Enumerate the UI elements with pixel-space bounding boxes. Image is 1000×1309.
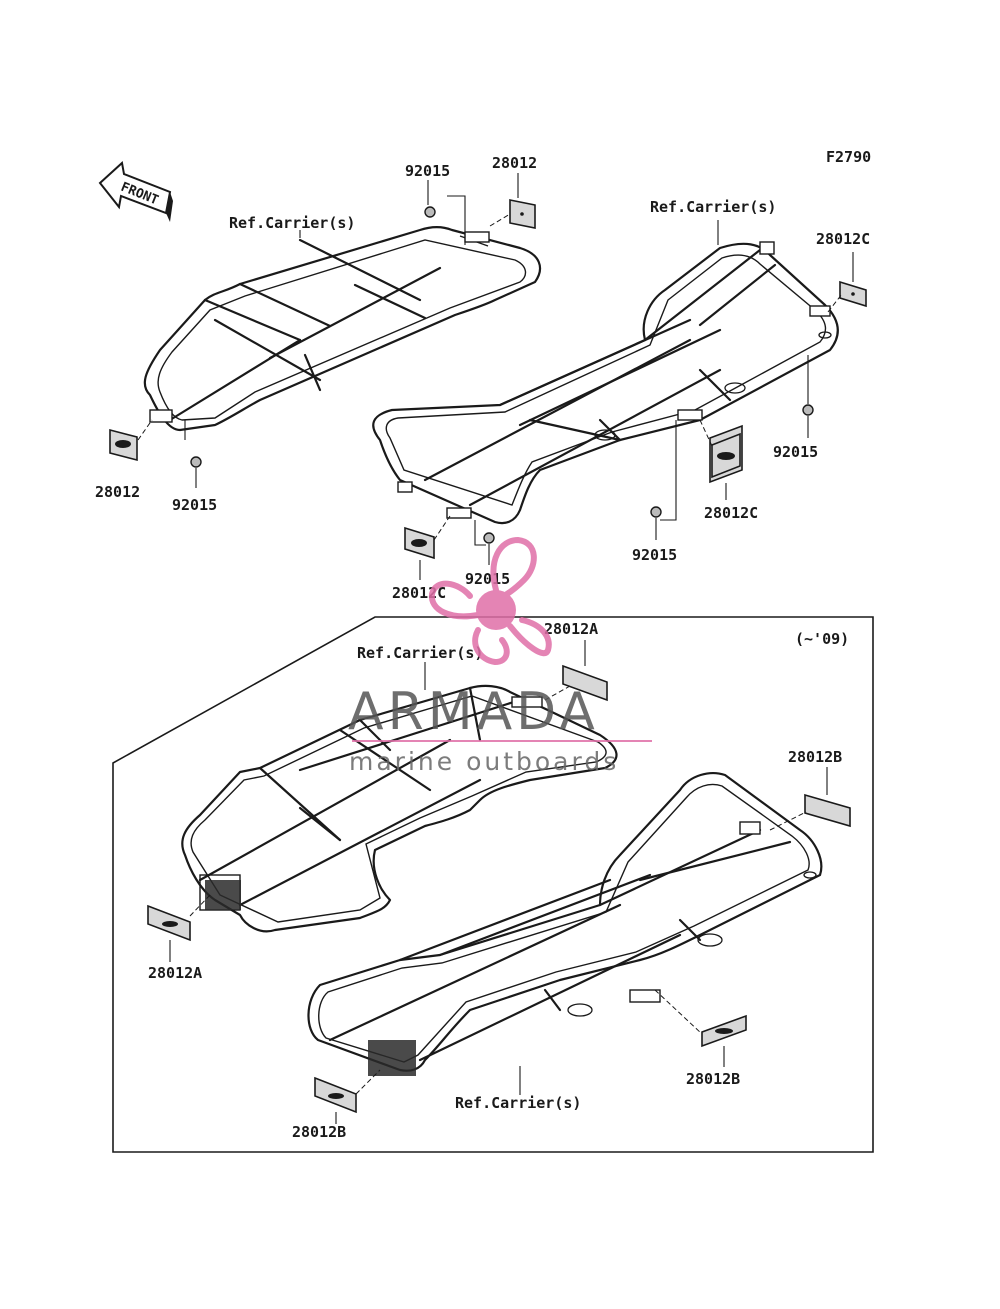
figure-code: F2790 (826, 148, 871, 166)
reflector-28012B-right (804, 793, 851, 828)
rear-carrier-variant-drawing (307, 772, 823, 1076)
ref-carrier-label-4: Ref.Carrier(s) (455, 1094, 581, 1112)
armada-propeller-logo (428, 536, 552, 666)
nut-92015-mid (650, 506, 662, 518)
part-label-92015-bottom: 92015 (465, 570, 510, 588)
reflector-28012-top (509, 199, 536, 229)
nut-92015-top (424, 206, 436, 218)
nut-92015-left (190, 456, 202, 468)
rear-carrier-drawing (372, 241, 839, 525)
front-carrier-variant-drawing (181, 684, 618, 933)
part-label-28012C-right: 28012C (816, 230, 870, 248)
front-carrier-drawing (143, 225, 542, 432)
nut-92015-bottom (483, 532, 495, 544)
part-label-28012A-left: 28012A (148, 964, 202, 982)
reflector-28012C-bottom (404, 526, 435, 560)
part-label-92015-top: 92015 (405, 162, 450, 180)
part-label-92015-left: 92015 (172, 496, 217, 514)
part-label-28012-left: 28012 (95, 483, 140, 501)
part-label-28012A-top: 28012A (544, 620, 598, 638)
nut-92015-right (802, 404, 814, 416)
part-label-92015-right: 92015 (773, 443, 818, 461)
part-label-28012-top: 28012 (492, 154, 537, 172)
reflector-28012-left (109, 428, 138, 462)
ref-carrier-label-1: Ref.Carrier(s) (229, 214, 355, 232)
reflector-28012A-top (562, 664, 608, 702)
reflector-28012C-right (839, 280, 867, 308)
reflector-28012A-left (147, 904, 191, 942)
watermark-tagline: marine outboards (349, 747, 619, 776)
variant-note: (~'09) (795, 630, 849, 648)
reflector-28012B-mid (701, 1014, 747, 1048)
part-label-92015-mid: 92015 (632, 546, 677, 564)
part-label-28012C-mid: 28012C (704, 504, 758, 522)
part-label-28012B-bottom: 28012B (292, 1123, 346, 1141)
ref-carrier-label-3: Ref.Carrier(s) (357, 644, 483, 662)
reflector-28012C-mid (709, 424, 743, 484)
reflector-28012B-bottom (314, 1076, 357, 1114)
variant-frame (112, 616, 874, 1153)
watermark-brand: ARMADA (348, 682, 599, 742)
front-arrow-icon: FRONT (98, 161, 173, 222)
ref-carrier-label-2: Ref.Carrier(s) (650, 198, 776, 216)
part-label-28012B-mid: 28012B (686, 1070, 740, 1088)
part-label-28012B-right: 28012B (788, 748, 842, 766)
